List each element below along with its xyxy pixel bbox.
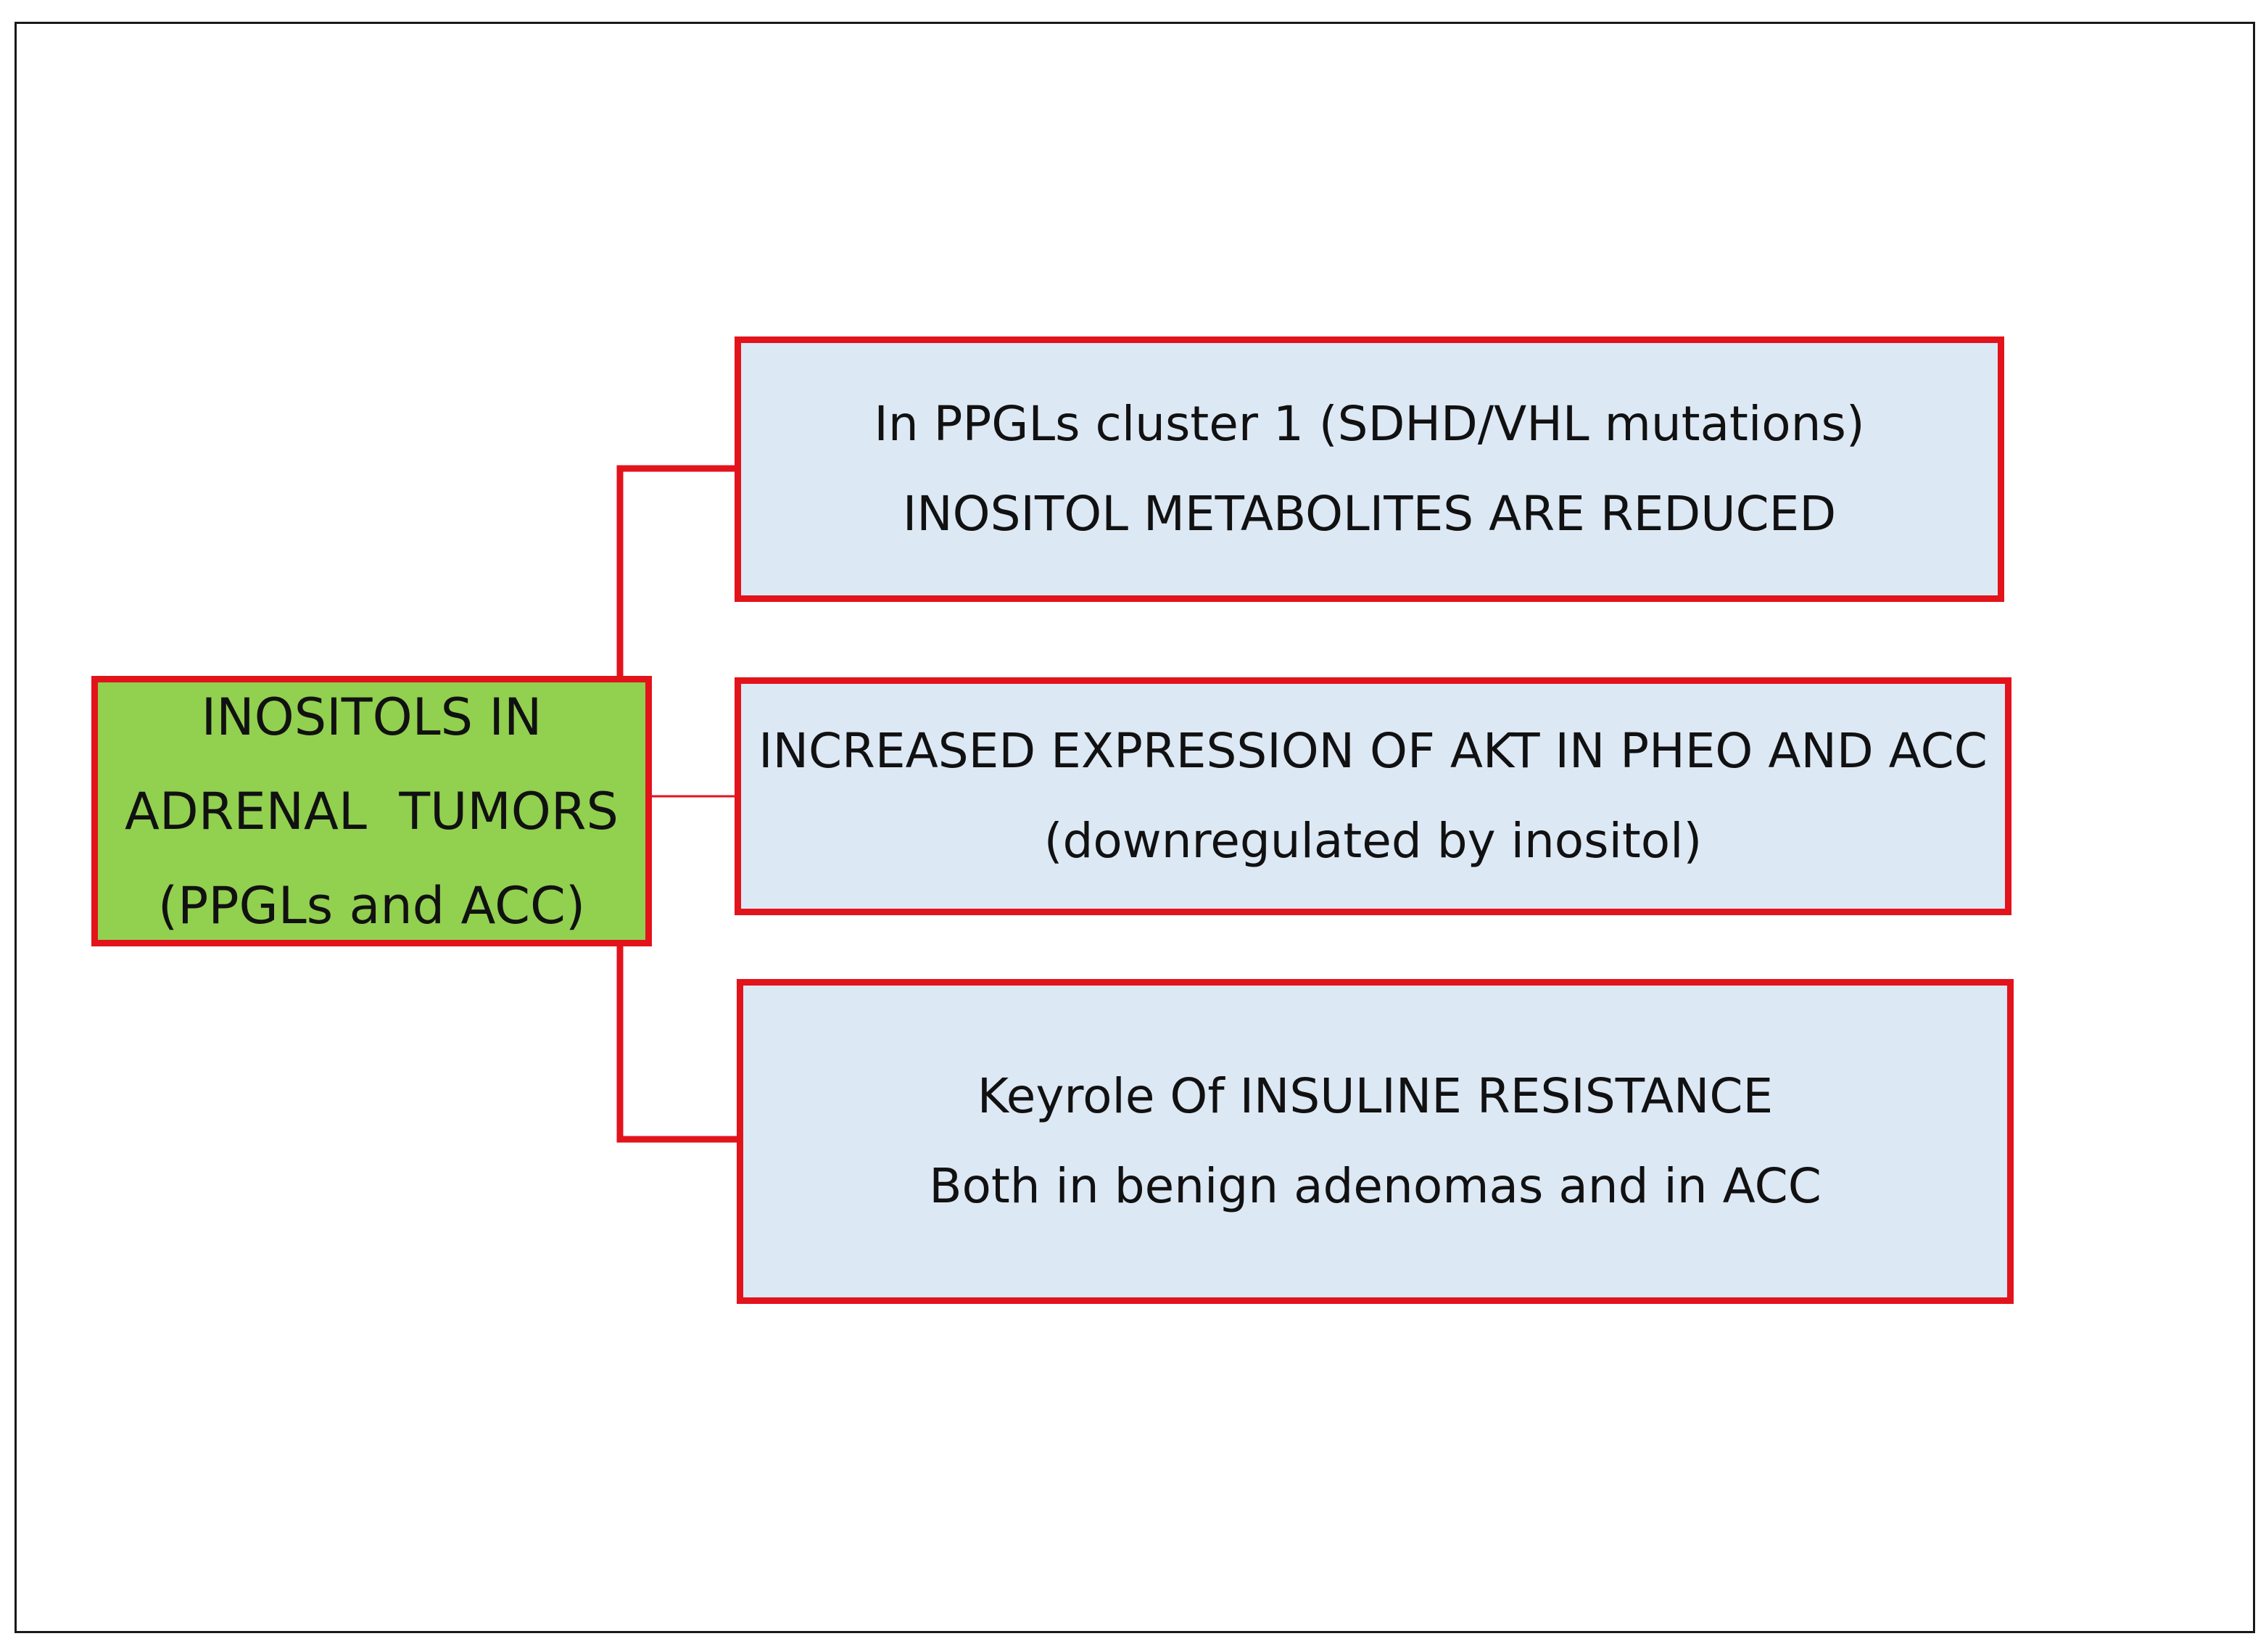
- branch-node-akt-expression: INCREASED EXPRESSION OF AKT IN PHEO AND …: [735, 677, 2011, 915]
- root-node: INOSITOLS IN ADRENAL TUMORS (PPGLs and A…: [91, 676, 652, 946]
- connector-top: [616, 465, 735, 676]
- branch-3-line-1: Keyrole Of INSULINE RESISTANCE: [977, 1068, 1774, 1124]
- branch-2-line-2: (downregulated by inositol): [1043, 813, 1703, 869]
- root-line-2: ADRENAL TUMORS: [125, 781, 619, 841]
- root-line-1: INOSITOLS IN: [201, 687, 542, 747]
- branch-2-line-1: INCREASED EXPRESSION OF AKT IN PHEO AND …: [758, 723, 1988, 779]
- branch-node-ppgls-cluster: In PPGLs cluster 1 (SDHD/VHL mutations) …: [735, 336, 2004, 602]
- root-line-3: (PPGLs and ACC): [157, 875, 586, 936]
- branch-node-insulin-resistance: Keyrole Of INSULINE RESISTANCE Both in b…: [737, 979, 2014, 1304]
- branch-1-line-2: INOSITOL METABOLITES ARE REDUCED: [902, 486, 1837, 542]
- branch-3-line-2: Both in benign adenomas and in ACC: [929, 1158, 1822, 1214]
- branch-1-line-1: In PPGLs cluster 1 (SDHD/VHL mutations): [874, 396, 1865, 452]
- connector-bottom: [616, 946, 737, 1143]
